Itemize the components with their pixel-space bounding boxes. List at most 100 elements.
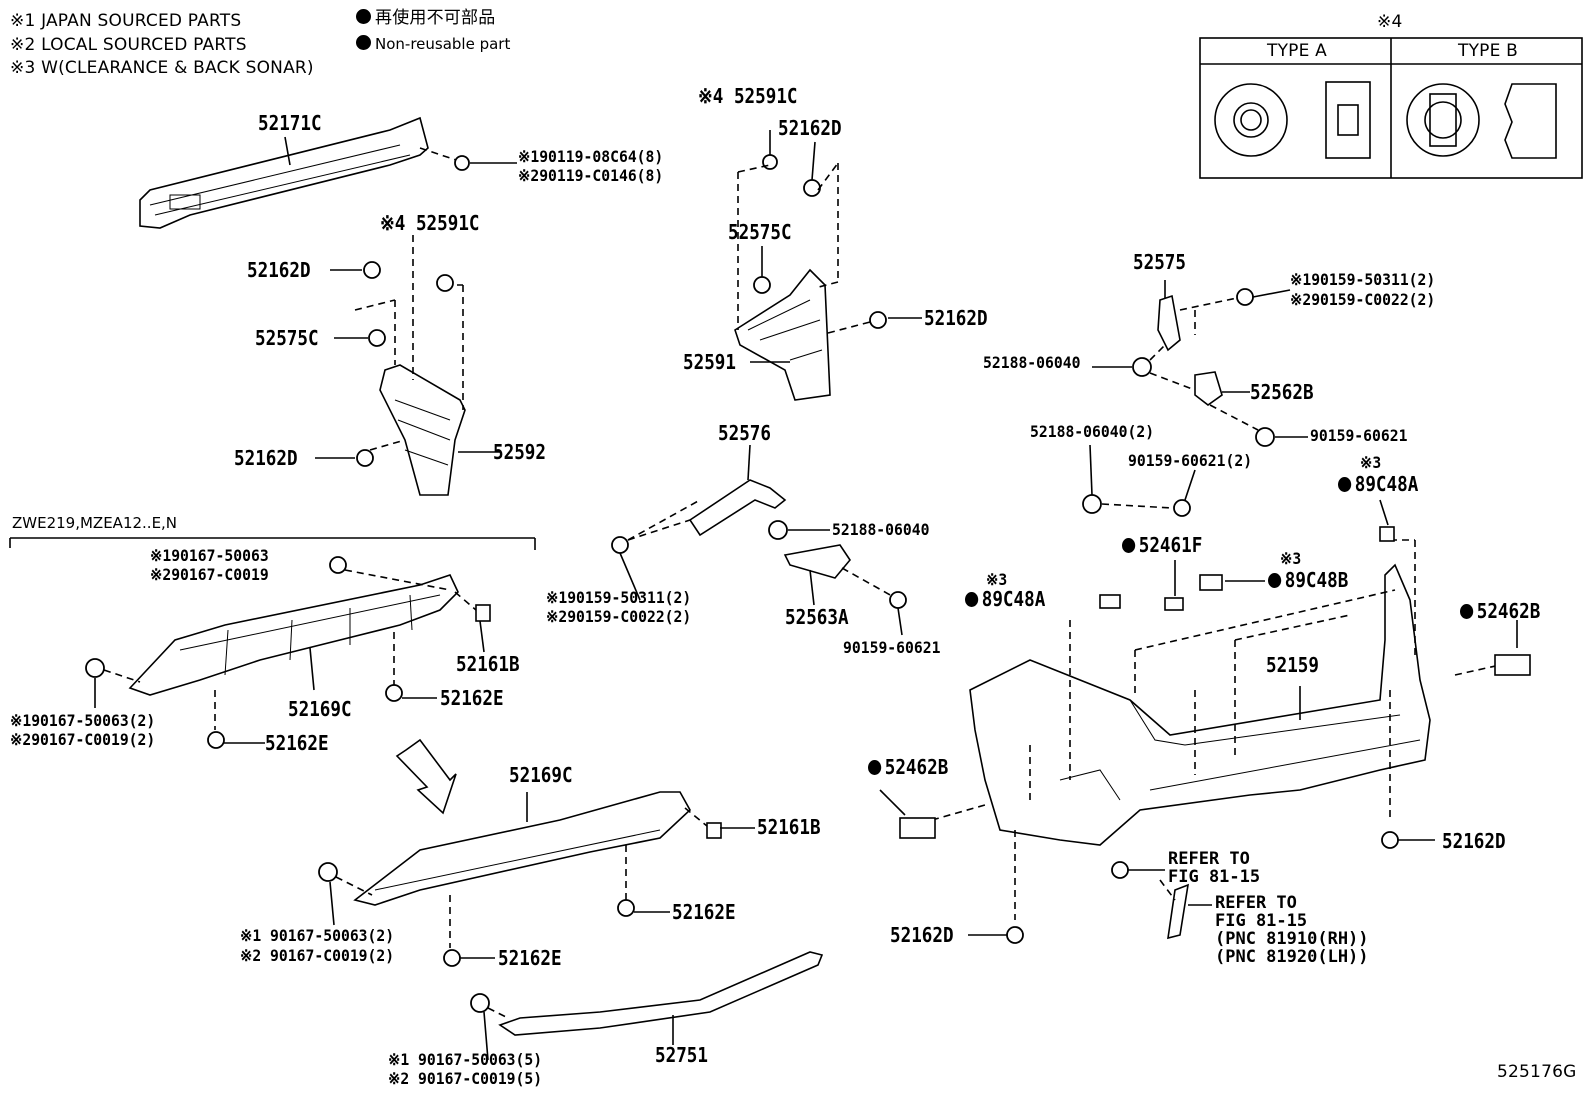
label-90159-60621-c: 90159-60621(2)	[1128, 451, 1253, 470]
note-japan-sourced: ※1 JAPAN SOURCED PARTS	[10, 11, 242, 31]
refer-to-a-line1: REFER TO	[1168, 849, 1250, 869]
type-box	[1199, 37, 1583, 179]
refer-to-b-line4: (PNC 81920(LH))	[1215, 947, 1369, 967]
label-90159-C0022-b: ※290159-C0022(2)	[1290, 290, 1436, 309]
label-89C48B: 89C48B	[1268, 570, 1348, 590]
d-label-52161B: 52161B	[757, 815, 821, 839]
label-52188-06040-c: 52188-06040(2)	[1030, 422, 1155, 441]
variant-label: ZWE219,MZEA12..E,N	[12, 514, 178, 532]
v-label-52161B: 52161B	[456, 652, 520, 676]
variant-bracket	[9, 537, 536, 550]
label-90159-50311-b: ※190159-50311(2)	[1290, 270, 1436, 289]
non-reusable-dot-icon	[356, 35, 371, 50]
label-90159-60621-a: 90159-60621	[843, 638, 941, 657]
label-52162D-left-a: 52162D	[247, 258, 311, 282]
label-52188-06040-b: 52188-06040	[983, 353, 1081, 372]
note-local-sourced: ※2 LOCAL SOURCED PARTS	[10, 35, 247, 55]
label-89C48A-left-text: 89C48A	[981, 587, 1046, 611]
refer-to-b-line3: (PNC 81910(RH))	[1215, 929, 1369, 949]
label-89C48B-text: 89C48B	[1284, 568, 1349, 592]
label-52591: 52591	[683, 350, 736, 374]
label-52461F-text: 52461F	[1138, 533, 1203, 557]
label-52575C-center: 52575C	[728, 220, 792, 244]
arrow-indicator	[395, 738, 457, 815]
d-label-90167-50063-5: ※1 90167-50063(5)	[388, 1050, 543, 1069]
v-label-90167-50063-2: ※190167-50063(2)	[10, 711, 156, 730]
legend-jp-text: 再使用不可部品	[375, 8, 496, 28]
label-52159: 52159	[1266, 653, 1319, 677]
d-label-52162E-a: 52162E	[672, 900, 736, 924]
non-reusable-dot-icon	[965, 592, 979, 607]
non-reusable-dot-icon	[1460, 604, 1474, 619]
label-52592: 52592	[493, 440, 546, 464]
v-label-90167-C0019-2: ※290167-C0019(2)	[10, 730, 156, 749]
label-52171C: 52171C	[258, 111, 322, 135]
bumper-cover-52159	[931, 539, 1518, 920]
legend-en: Non-reusable part	[356, 35, 510, 52]
label-90119-C0146: ※290119-C0146(8)	[518, 166, 664, 185]
label-52462B-right-text: 52462B	[1476, 599, 1541, 623]
legend-en-text: Non-reusable part	[375, 35, 511, 53]
d-label-52162E-b: 52162E	[498, 946, 562, 970]
fasteners-pair	[1082, 444, 1196, 517]
label-89C48B-mark: ※3	[1280, 549, 1302, 568]
v-label-52162E-b: 52162E	[265, 731, 329, 755]
bracket-52591	[734, 130, 922, 401]
label-52188-06040-a: 52188-06040	[832, 520, 930, 539]
v-label-90167-50063: ※190167-50063	[150, 546, 269, 565]
bracket-52575	[1092, 280, 1308, 447]
label-52162D-left-b: 52162D	[234, 446, 298, 470]
non-reusable-dot-icon	[1338, 477, 1352, 492]
non-reusable-dot-icon	[868, 760, 882, 775]
label-52462B-left: 52462B	[868, 757, 948, 777]
v-label-52169C: 52169C	[288, 697, 352, 721]
label-52591C-left: ※4 52591C	[380, 211, 480, 235]
legend-jp: 再使用不可部品	[356, 9, 495, 27]
d-label-90167-C0019-2: ※2 90167-C0019(2)	[240, 946, 395, 965]
label-90119-08C64: ※190119-08C64(8)	[518, 147, 664, 166]
reinforcement-52171C	[139, 116, 517, 229]
refer-to-b-line2: FIG 81-15	[1215, 911, 1308, 931]
d-label-90167-50063-2: ※1 90167-50063(2)	[240, 926, 395, 945]
refer-to-a-line2: FIG 81-15	[1168, 867, 1261, 887]
label-52591C-center: ※4 52591C	[698, 84, 798, 108]
label-52162D-bottom: 52162D	[890, 923, 954, 947]
label-90159-C0022-a: ※290159-C0022(2)	[546, 607, 692, 626]
label-90159-50311-a: ※190159-50311(2)	[546, 588, 692, 607]
type-box-mark: ※4	[1377, 12, 1403, 32]
v-label-52162E-a: 52162E	[440, 686, 504, 710]
bracket-52592	[315, 235, 500, 496]
diffuser-variant	[85, 556, 491, 749]
d-label-52751: 52751	[655, 1043, 708, 1067]
label-89C48A-left: 89C48A	[965, 589, 1045, 609]
label-52162D-center-a: 52162D	[778, 116, 842, 140]
label-90159-60621-b: 90159-60621	[1310, 426, 1408, 445]
molding-52751	[470, 951, 824, 1061]
label-52461F: 52461F	[1122, 535, 1202, 555]
label-52462B-left-text: 52462B	[884, 755, 949, 779]
label-52462B-right: 52462B	[1460, 601, 1540, 621]
bracket-52576	[611, 444, 907, 636]
type-a-label: TYPE A	[1267, 41, 1327, 61]
label-89C48A-right-mark: ※3	[1360, 453, 1382, 472]
figure-id: 525176G	[1497, 1062, 1577, 1082]
d-label-52169C: 52169C	[509, 763, 573, 787]
label-52162D-right: 52162D	[1442, 829, 1506, 853]
label-52575C-left: 52575C	[255, 326, 319, 350]
d-label-90167-C0019-5: ※2 90167-C0019(5)	[388, 1069, 543, 1088]
small-parts	[879, 499, 1531, 944]
label-52162D-center-b: 52162D	[924, 306, 988, 330]
non-reusable-dot-icon	[1122, 538, 1136, 553]
v-label-90167-C0019: ※290167-C0019	[150, 565, 269, 584]
non-reusable-dot-icon	[1268, 573, 1282, 588]
label-89C48A-right: 89C48A	[1338, 474, 1418, 494]
label-52562B: 52562B	[1250, 380, 1314, 404]
non-reusable-dot-icon	[356, 9, 371, 24]
label-52576: 52576	[718, 421, 771, 445]
diffuser-lower	[318, 791, 755, 967]
label-89C48A-right-text: 89C48A	[1354, 472, 1419, 496]
refer-to-b-line1: REFER TO	[1215, 893, 1297, 913]
type-b-label: TYPE B	[1458, 41, 1519, 61]
